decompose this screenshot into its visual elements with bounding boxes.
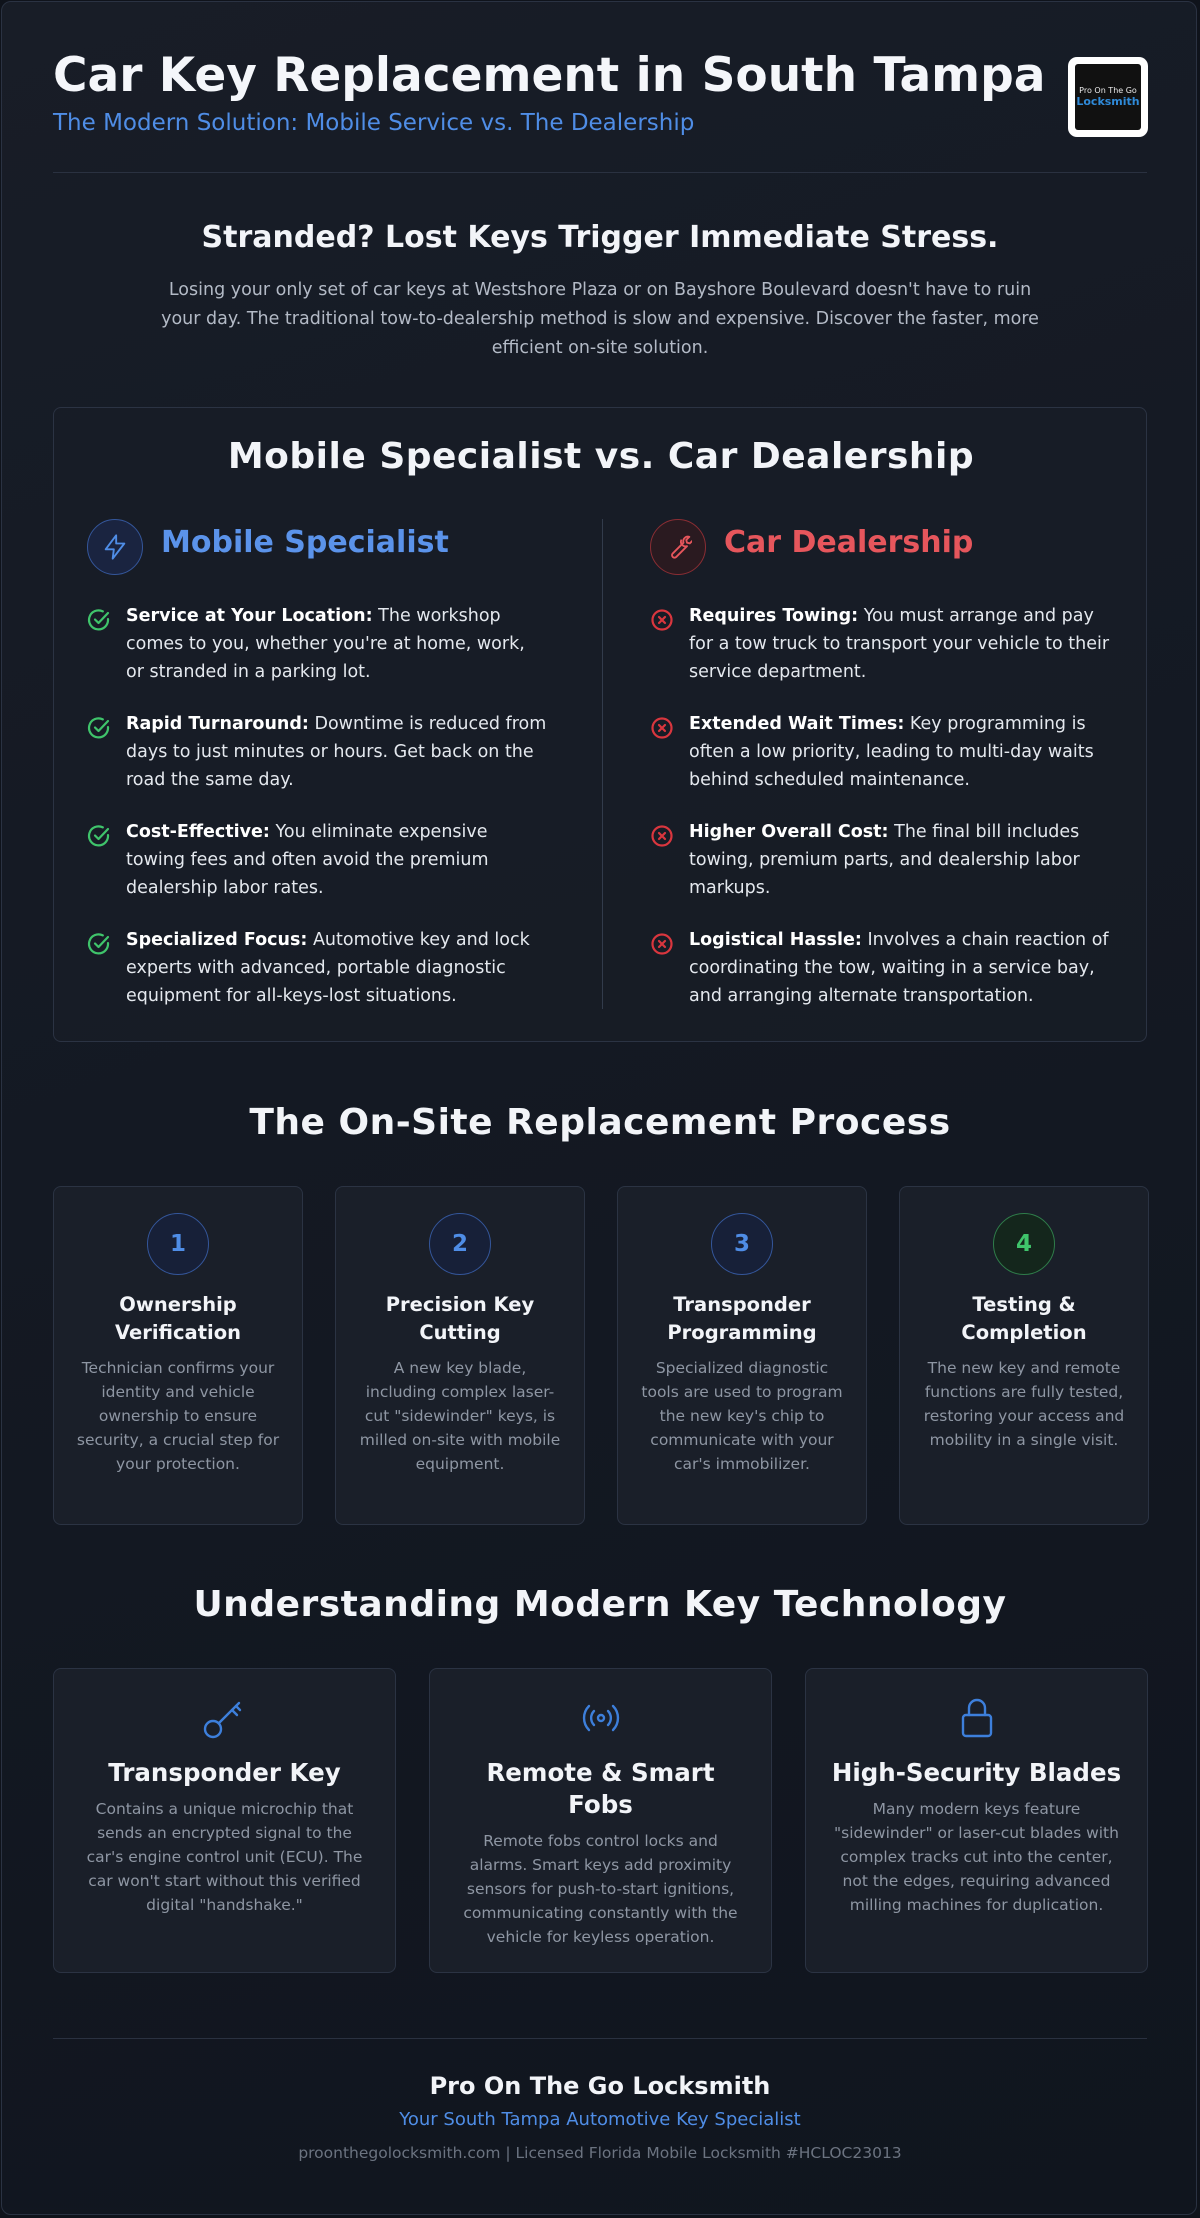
logo-line-1: Pro On The Go bbox=[1079, 86, 1137, 95]
check-icon bbox=[87, 932, 111, 956]
page-title: Car Key Replacement in South Tampa bbox=[53, 48, 1046, 103]
item-label: Specialized Focus: bbox=[126, 930, 308, 950]
step-title: Ownership Verification bbox=[114, 1293, 241, 1344]
dealership-heading: Car Dealership bbox=[724, 525, 974, 560]
process-step: 3 Transponder Programming Specialized di… bbox=[617, 1186, 867, 1525]
tech-text: Contains a unique microchip that sends a… bbox=[86, 1800, 363, 1914]
item-text: Automotive key and lock experts with adv… bbox=[126, 930, 530, 1006]
tech-card: Transponder Key Contains a unique microc… bbox=[53, 1668, 396, 1973]
mobile-heading: Mobile Specialist bbox=[161, 525, 449, 560]
column-divider bbox=[602, 519, 603, 1009]
page-subtitle: The Modern Solution: Mobile Service vs. … bbox=[53, 110, 695, 136]
step-number: 4 bbox=[993, 1213, 1055, 1275]
key-icon bbox=[200, 1693, 250, 1743]
dealership-item: Higher Overall Cost: The final bill incl… bbox=[689, 818, 1111, 902]
comparison-panel: Mobile Specialist vs. Car Dealership Mob… bbox=[53, 407, 1147, 1042]
dealership-item: Logistical Hassle: Involves a chain reac… bbox=[689, 926, 1111, 1010]
item-text: You eliminate expensive towing fees and … bbox=[126, 822, 489, 898]
dealership-item: Extended Wait Times: Key programming is … bbox=[689, 710, 1111, 794]
comparison-title: Mobile Specialist vs. Car Dealership bbox=[227, 436, 975, 477]
lock-icon bbox=[952, 1693, 1002, 1743]
dealership-item: Requires Towing: You must arrange and pa… bbox=[689, 602, 1111, 686]
check-icon bbox=[87, 824, 111, 848]
x-circle-icon bbox=[650, 716, 674, 740]
step-number: 2 bbox=[429, 1213, 491, 1275]
item-text: Key programming is often a low priority,… bbox=[689, 714, 1094, 790]
footer-company-name: Pro On The Go Locksmith bbox=[429, 2072, 771, 2100]
item-label: Service at Your Location: bbox=[126, 606, 373, 626]
lightning-icon bbox=[87, 519, 143, 575]
step-text: Specialized diagnostic tools are used to… bbox=[641, 1359, 843, 1473]
step-text: Technician confirms your identity and ve… bbox=[76, 1359, 280, 1473]
item-text: The final bill includes towing, premium … bbox=[689, 822, 1080, 898]
technology-title: Understanding Modern Key Technology bbox=[193, 1584, 1007, 1625]
footer-license: proonthegolocksmith.com | Licensed Flori… bbox=[298, 2144, 902, 2162]
process-title: The On-Site Replacement Process bbox=[249, 1102, 951, 1143]
x-circle-icon bbox=[650, 608, 674, 632]
tech-text: Many modern keys feature "sidewinder" or… bbox=[834, 1800, 1119, 1914]
intro-title: Stranded? Lost Keys Trigger Immediate St… bbox=[201, 220, 999, 255]
step-title: Testing & Completion bbox=[961, 1293, 1087, 1344]
step-text: The new key and remote functions are ful… bbox=[923, 1359, 1125, 1449]
footer-tagline: Your South Tampa Automotive Key Speciali… bbox=[399, 2109, 801, 2130]
item-label: Extended Wait Times: bbox=[689, 714, 905, 734]
mobile-item: Rapid Turnaround: Downtime is reduced fr… bbox=[126, 710, 548, 794]
tech-card: Remote & Smart Fobs Remote fobs control … bbox=[429, 1668, 772, 1973]
tech-card: High-Security Blades Many modern keys fe… bbox=[805, 1668, 1148, 1973]
item-label: Cost-Effective: bbox=[126, 822, 270, 842]
header-divider bbox=[53, 172, 1147, 173]
mobile-item: Cost-Effective: You eliminate expensive … bbox=[126, 818, 548, 902]
check-icon bbox=[87, 716, 111, 740]
item-label: Higher Overall Cost: bbox=[689, 822, 889, 842]
tech-title: Remote & Smart Fobs bbox=[486, 1758, 715, 1819]
x-circle-icon bbox=[650, 932, 674, 956]
intro-text: Losing your only set of car keys at West… bbox=[161, 280, 1039, 358]
step-text: A new key blade, including complex laser… bbox=[359, 1359, 561, 1473]
item-text: Downtime is reduced from days to just mi… bbox=[126, 714, 547, 790]
item-label: Rapid Turnaround: bbox=[126, 714, 309, 734]
logo-line-2: Locksmith bbox=[1076, 95, 1140, 108]
process-step: 4 Testing & Completion The new key and r… bbox=[899, 1186, 1149, 1525]
tech-title: Transponder Key bbox=[108, 1758, 341, 1787]
process-step: 2 Precision Key Cutting A new key blade,… bbox=[335, 1186, 585, 1525]
process-step: 1 Ownership Verification Technician conf… bbox=[53, 1186, 303, 1525]
step-title: Transponder Programming bbox=[667, 1293, 817, 1344]
mobile-item: Specialized Focus: Automotive key and lo… bbox=[126, 926, 548, 1010]
mobile-item: Service at Your Location: The workshop c… bbox=[126, 602, 548, 686]
item-text: You must arrange and pay for a tow truck… bbox=[689, 606, 1110, 682]
item-text: Involves a chain reaction of coordinatin… bbox=[689, 930, 1109, 1006]
footer-divider bbox=[53, 2038, 1147, 2039]
step-title: Precision Key Cutting bbox=[385, 1293, 535, 1344]
step-number: 3 bbox=[711, 1213, 773, 1275]
signal-icon bbox=[576, 1693, 626, 1743]
wrench-icon bbox=[650, 519, 706, 575]
logo: Pro On The Go Locksmith bbox=[1068, 57, 1148, 137]
step-number: 1 bbox=[147, 1213, 209, 1275]
item-label: Requires Towing: bbox=[689, 606, 859, 626]
x-circle-icon bbox=[650, 824, 674, 848]
tech-text: Remote fobs control locks and alarms. Sm… bbox=[463, 1832, 738, 1946]
item-label: Logistical Hassle: bbox=[689, 930, 862, 950]
tech-title: High-Security Blades bbox=[831, 1758, 1122, 1787]
item-text: The workshop comes to you, whether you'r… bbox=[126, 606, 525, 682]
check-icon bbox=[87, 608, 111, 632]
